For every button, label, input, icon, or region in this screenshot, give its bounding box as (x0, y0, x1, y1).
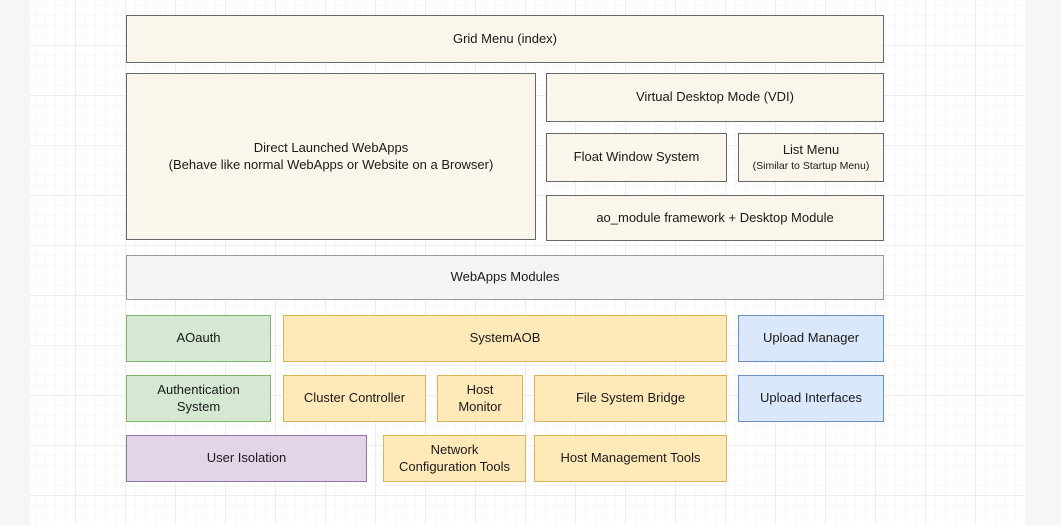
node-upload-interfaces[interactable]: Upload Interfaces (738, 375, 884, 422)
node-file-system-bridge[interactable]: File System Bridge (534, 375, 727, 422)
node-direct-webapps[interactable]: Direct Launched WebApps (Behave like nor… (126, 73, 536, 240)
node-label-upload-interfaces: Upload Interfaces (760, 390, 862, 407)
node-network-config[interactable]: Network Configuration Tools (383, 435, 526, 482)
node-host-management[interactable]: Host Management Tools (534, 435, 727, 482)
node-label-authentication: Authentication System (157, 382, 239, 415)
node-label-grid-menu: Grid Menu (index) (453, 31, 557, 48)
node-vdi[interactable]: Virtual Desktop Mode (VDI) (546, 73, 884, 122)
node-float-window[interactable]: Float Window System (546, 133, 727, 182)
node-label-file-system-bridge: File System Bridge (576, 390, 685, 407)
node-label-system-aob: SystemAOB (470, 330, 541, 347)
node-label-float-window: Float Window System (574, 149, 700, 166)
node-label-webapps-modules: WebApps Modules (451, 269, 560, 286)
node-label-aoauth: AOauth (176, 330, 220, 347)
node-label-direct-webapps: Direct Launched WebApps (Behave like nor… (169, 140, 494, 173)
node-list-menu[interactable]: List Menu(Similar to Startup Menu) (738, 133, 884, 182)
node-label-network-config: Network Configuration Tools (399, 442, 510, 475)
node-label-vdi: Virtual Desktop Mode (VDI) (636, 89, 794, 106)
node-label-upload-manager: Upload Manager (763, 330, 859, 347)
node-system-aob[interactable]: SystemAOB (283, 315, 727, 362)
node-label-ao-module: ao_module framework + Desktop Module (596, 210, 833, 227)
node-label-host-management: Host Management Tools (561, 450, 701, 467)
node-webapps-modules[interactable]: WebApps Modules (126, 255, 884, 300)
node-upload-manager[interactable]: Upload Manager (738, 315, 884, 362)
node-cluster-controller[interactable]: Cluster Controller (283, 375, 426, 422)
node-label-host-monitor: Host Monitor (458, 382, 501, 415)
node-aoauth[interactable]: AOauth (126, 315, 271, 362)
node-label-user-isolation: User Isolation (207, 450, 286, 467)
node-user-isolation[interactable]: User Isolation (126, 435, 367, 482)
node-authentication[interactable]: Authentication System (126, 375, 271, 422)
node-host-monitor[interactable]: Host Monitor (437, 375, 523, 422)
node-sublabel-list-menu: (Similar to Startup Menu) (753, 160, 870, 173)
node-label-cluster-controller: Cluster Controller (304, 390, 405, 407)
node-ao-module[interactable]: ao_module framework + Desktop Module (546, 195, 884, 241)
node-grid-menu[interactable]: Grid Menu (index) (126, 15, 884, 63)
node-label-list-menu: List Menu (783, 142, 839, 159)
